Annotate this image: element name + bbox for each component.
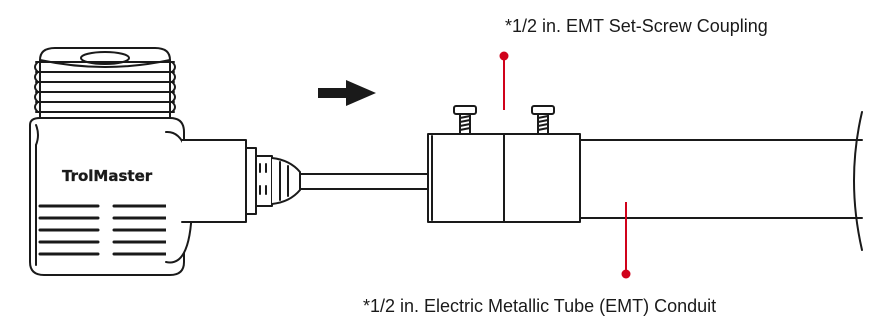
right-arrow-icon [318,80,376,106]
coupling-label: *1/2 in. EMT Set-Screw Coupling [505,16,768,36]
sensor-cable [299,173,429,190]
sensor-device [29,47,193,276]
sensor-body [29,117,185,276]
cable-connector [181,139,301,223]
sensor-top-cap [34,47,176,121]
emt-conduit [579,111,863,251]
conduit-label: *1/2 in. Electric Metallic Tube (EMT) Co… [363,296,717,316]
set-screw-right [531,105,555,135]
brand-text: TrolMaster [62,167,153,185]
coupling-callout [499,51,509,110]
conduit-callout [621,202,631,279]
set-screw-left [453,105,477,135]
set-screw-coupling [427,105,581,223]
